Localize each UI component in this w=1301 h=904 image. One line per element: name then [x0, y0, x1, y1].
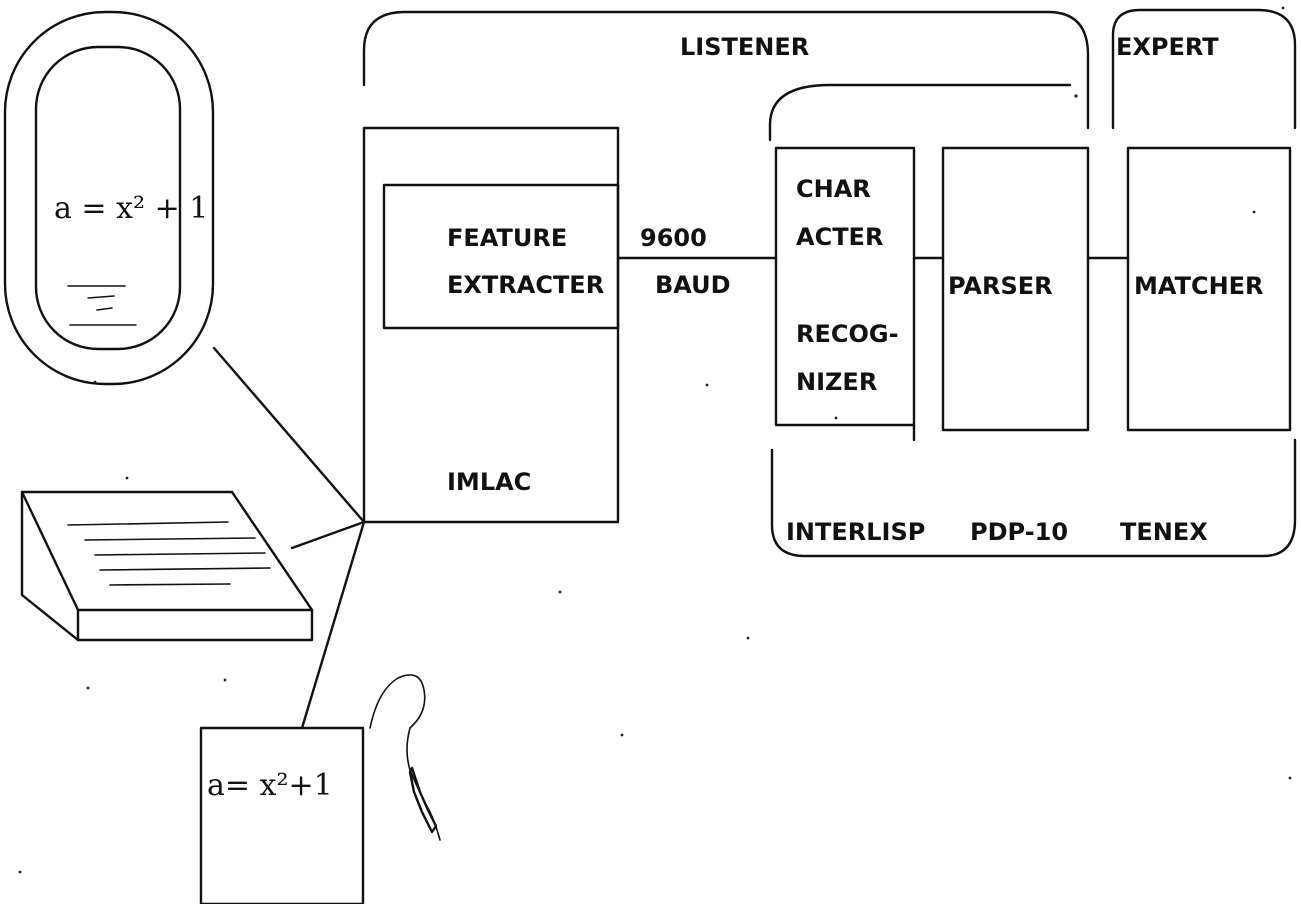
screen-equation: a = x² + 1: [54, 191, 208, 226]
stylus-pen: [370, 675, 440, 840]
display-terminal: a = x² + 1: [5, 12, 213, 384]
tablet-equation: a= x²+1: [207, 768, 333, 803]
keyboard: [22, 492, 312, 640]
inner-bracket-top: [770, 85, 1070, 140]
imlac-box: [364, 128, 618, 522]
feature-label-line2: EXTRACTER: [447, 271, 604, 299]
graphics-tablet: a= x²+1: [201, 728, 363, 904]
matcher-label: MATCHER: [1134, 272, 1264, 300]
listener-label: LISTENER: [680, 33, 809, 61]
keyboard-cable: [292, 522, 364, 548]
char-label-line1: CHAR: [796, 175, 871, 203]
char-label-line3: RECOG-: [796, 320, 899, 348]
expert-label: EXPERT: [1116, 33, 1219, 61]
scan-specks: [19, 7, 1292, 874]
display-cable: [214, 348, 364, 522]
tenex-label: TENEX: [1120, 518, 1208, 546]
listener-bracket: [364, 12, 1088, 128]
pdp10-label: PDP-10: [970, 518, 1068, 546]
feature-extracter-box: [384, 185, 618, 328]
expert-bracket: [1113, 10, 1295, 128]
imlac-label: IMLAC: [447, 468, 531, 496]
feature-label-line1: FEATURE: [447, 224, 567, 252]
parser-label: PARSER: [948, 272, 1053, 300]
char-label-line2: ACTER: [796, 223, 883, 251]
baud-label-line2: BAUD: [655, 271, 731, 299]
char-label-line4: NIZER: [796, 368, 877, 396]
baud-label-line1: 9600: [640, 224, 707, 252]
interlisp-label: INTERLISP: [786, 518, 925, 546]
